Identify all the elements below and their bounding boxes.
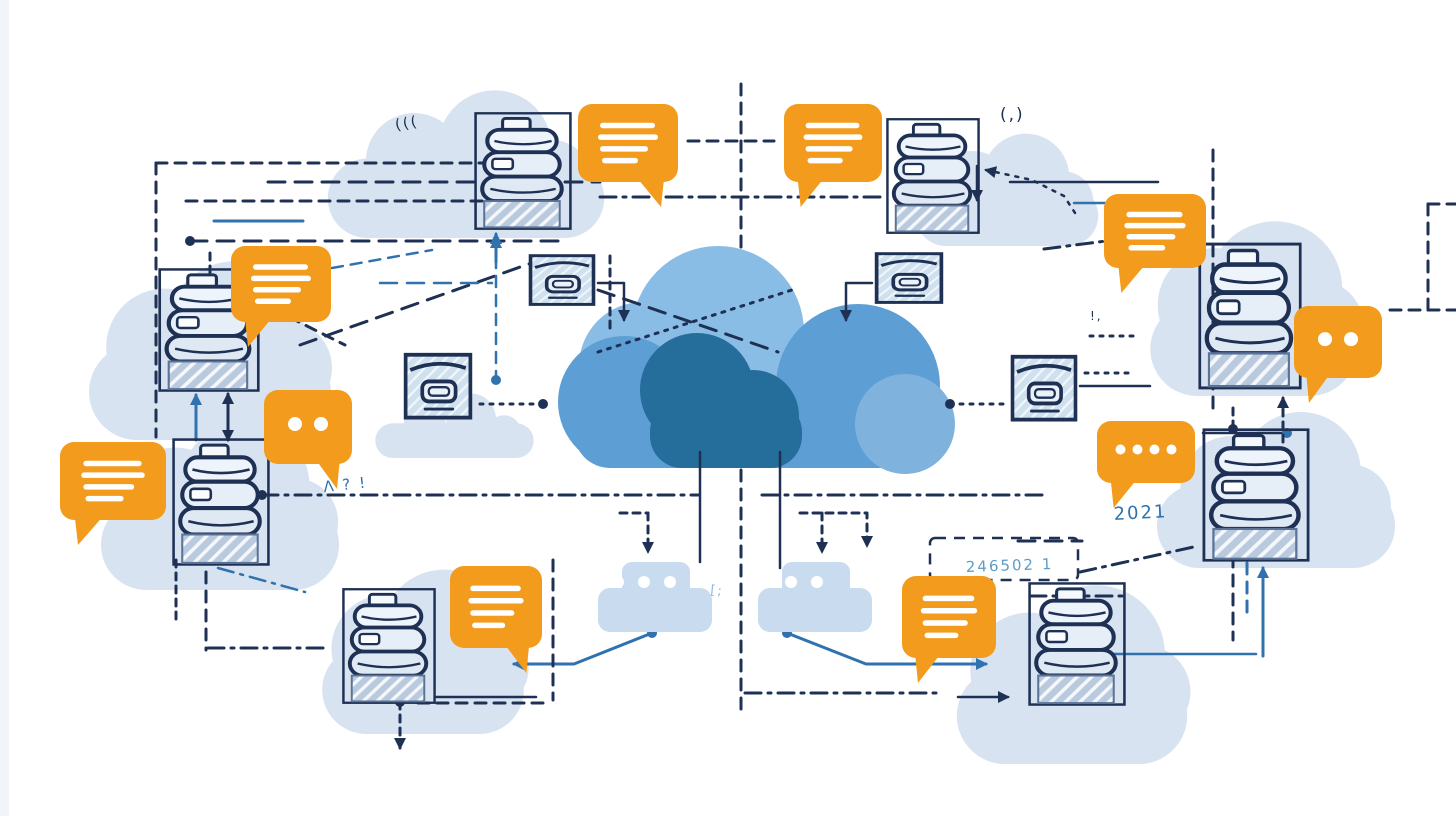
left-blue-diag-low (216, 566, 307, 594)
printer-r-bracket (798, 511, 873, 548)
bubble-tail (1306, 375, 1330, 403)
drawer-top-right (874, 251, 944, 305)
scribble-quote-mark: (,) (1000, 105, 1025, 125)
bubble-text-line (468, 597, 524, 604)
drawer1-link (596, 281, 630, 322)
drawer-mid-right (1010, 354, 1078, 422)
bubble-dot (1132, 444, 1143, 455)
printer-right (758, 562, 872, 632)
bubble-text-line (1128, 245, 1166, 251)
speech-bubble-bottom-left (450, 566, 542, 673)
bubble-text-line (470, 610, 515, 616)
scribble-246502: 246502 1 (966, 555, 1054, 576)
diag-cross-up (596, 288, 794, 354)
dashed-label-box (928, 536, 1080, 582)
rb-diag (1078, 544, 1200, 574)
bubble-tail (505, 645, 530, 673)
printer-dot (638, 576, 650, 588)
scribble-2021: 2021 (1113, 501, 1168, 525)
bubble-dot (288, 417, 302, 432)
speech-bubble-bottom-right (902, 576, 996, 683)
bubble-text-line (1126, 233, 1176, 240)
speech-bubble-top-2 (784, 104, 882, 207)
bubble-dot (1166, 444, 1177, 455)
bubble-text-line (805, 122, 860, 129)
speech-bubble-top-right (1104, 194, 1206, 293)
printer-dot (612, 576, 624, 588)
scribble-bracket-small: [; (710, 583, 725, 599)
bubble-text-line (470, 585, 521, 592)
bubble-text-line (253, 287, 301, 293)
bubble-text-line (807, 157, 843, 164)
bubble-tail (1118, 265, 1145, 293)
texts-layer: ((( (,) 2021 246502 1 Λ ? ! [;!, (323, 105, 1168, 599)
bubble-text-line (803, 134, 863, 140)
bubble-text-line (251, 275, 311, 282)
tr-dashdot-in (1042, 239, 1108, 251)
drawer-top-left (528, 253, 596, 307)
bubbles-layer (60, 104, 1382, 683)
scribble-mark-right: !, (1090, 309, 1103, 323)
bubble-dot (1344, 332, 1358, 347)
mid-blue-v (490, 236, 502, 385)
speech-bubble-mid-left-dots (264, 390, 352, 489)
server-top-right (885, 117, 981, 235)
cloud-stub-right (945, 399, 1008, 409)
printer-dot (811, 576, 823, 588)
bubble-text-line (1124, 222, 1186, 229)
speech-bubble-top-left (231, 246, 331, 347)
bubble-text-line (255, 298, 291, 304)
bubble-dot (1115, 444, 1126, 455)
bubble-text-line (922, 595, 975, 602)
bubble-text-line (598, 134, 658, 140)
bubble-tail (797, 179, 824, 207)
bubble-text-line (472, 622, 506, 629)
bubble-text-line (83, 460, 142, 467)
page-edge-tint (0, 0, 9, 816)
printer-dot (664, 576, 676, 588)
bubble-text-line (602, 157, 638, 164)
diag-left-long (298, 258, 542, 347)
bubble-text-line (805, 146, 853, 152)
speech-bubble-right-dots (1294, 306, 1382, 403)
central-cloud (558, 246, 955, 474)
background-layer (0, 0, 9, 816)
bubble-text-line (600, 146, 648, 152)
scribble-parens: ((( (394, 112, 420, 134)
tl-blue-diag (330, 248, 434, 270)
printer-dot (785, 576, 797, 588)
bubble-tail (1110, 480, 1137, 508)
bubble-dot (1149, 444, 1160, 455)
bubble-tail (74, 517, 103, 545)
bubble-tail (638, 179, 664, 207)
bubble-tail (915, 655, 940, 683)
bubble-tail (245, 319, 271, 347)
arc-dotted (984, 166, 1079, 218)
bubble-text-line (1126, 211, 1183, 218)
drawer-mid-left (403, 352, 473, 420)
scribble-marks-left: Λ ? ! (323, 474, 368, 496)
bubble-dot (314, 417, 328, 432)
bubble-tail (316, 461, 340, 489)
bubble-dot (1318, 332, 1332, 347)
diag-cross-down (596, 288, 780, 354)
drawer2-link (840, 281, 874, 322)
cloud-stub-left (475, 399, 548, 409)
bubble-text-line (922, 620, 968, 626)
speech-bubble-top-1 (578, 104, 678, 207)
bubble-text-line (253, 264, 308, 270)
printer-left (598, 562, 712, 632)
bubble-text-line (924, 632, 959, 639)
connectors-layer (154, 82, 1456, 750)
diag-left-short (253, 298, 347, 347)
bubble-text-line (81, 472, 145, 478)
bubble-text-line (600, 122, 655, 129)
bubble-text-line (83, 484, 135, 490)
speech-bubble-right-fourdots (1097, 421, 1195, 508)
speech-bubble-far-left (60, 442, 166, 545)
devices-layer (160, 113, 1308, 704)
bubble-text-line (920, 607, 978, 614)
bubble-text-line (85, 495, 124, 502)
